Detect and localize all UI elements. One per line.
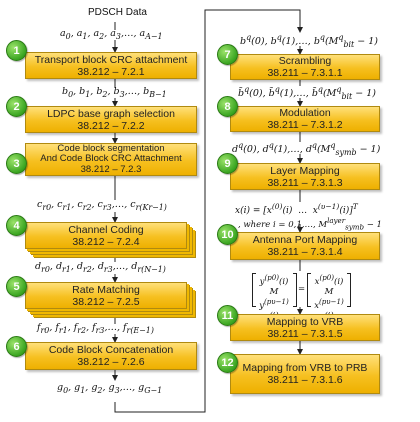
block-11-title: Mapping to VRB [266,315,344,328]
sequence-d: dr0, dr1, dr2, dr3,…, dr(N−1) [35,261,166,274]
block-12-title: Mapping from VRB to PRB [242,362,368,374]
step-badge-5: 5 [6,276,27,297]
block-8-title: Modulation [279,107,331,119]
block-11-mapping-to-vrb: Mapping to VRB 38.211 – 7.3.1.5 [230,314,380,341]
step-badge-11: 11 [217,305,238,326]
block-3-code-block-segmentation: Code block segmentation And Code Block C… [25,143,197,176]
step-badge-3: 3 [6,153,27,174]
step-badge-8: 8 [217,96,238,117]
block-6-title: Code Block Concatenation [48,344,174,356]
block-12-mapping-vrb-to-prb: Mapping from VRB to PRB 38.211 – 7.3.1.6 [230,354,380,394]
block-9-ref: 38.211 – 7.3.1.3 [267,176,343,189]
matrix-left-bracket-open [252,273,256,307]
step-badge-1: 1 [6,40,27,61]
block-5-title: Rate Matching [72,283,140,296]
step-badge-12: 12 [217,352,238,373]
matrix-x-m: M [324,286,334,297]
block-6-code-block-concatenation: Code Block Concatenation 38.212 – 7.2.6 [25,342,197,370]
sequence-xi: x(i) = [x(0)(i) … x(υ−1)(i)]T [235,202,358,216]
sequence-bq: bq(0), bq(1),…, bq(Mqbit − 1) [240,33,378,50]
block-3-title-2: And Code Block CRC Attachment [40,153,182,165]
step-badge-6: 6 [6,336,27,357]
matrix-right-bracket-open [307,273,311,307]
matrix-y-m: M [269,286,279,297]
block-1-transport-block-crc: Transport block CRC attachment 38.212 – … [25,52,197,79]
sequence-dq: dq(0), dq(1),…, dq(Mqsymb − 1) [232,141,381,158]
block-5-rate-matching: Rate Matching 38.212 – 7.2.5 [25,282,187,309]
where-clause: , where i = 0,1,…, Mlayersymb − 1 [238,216,382,232]
step-badge-9: 9 [217,153,238,174]
block-8-ref: 38.211 – 7.3.1.2 [267,119,343,131]
block-6-ref: 38.212 – 7.2.6 [77,356,145,368]
block-1-ref: 38.212 – 7.2.1 [77,65,145,78]
block-2-ldpc-base-graph: LDPC base graph selection 38.212 – 7.2.2 [25,106,197,133]
block-11-ref: 38.211 – 7.3.1.5 [267,327,343,340]
block-5-ref: 38.212 – 7.2.5 [72,295,140,308]
sequence-c: cr0, cr1, cr2, cr3,…, cr(Kr−1) [37,199,167,212]
block-4-ref: 38.212 – 7.2.4 [72,235,140,248]
step-badge-4: 4 [6,215,27,236]
block-7-scrambling: Scrambling 38.211 – 7.3.1.1 [230,54,380,80]
pdsch-data-label: PDSCH Data [88,7,147,18]
step-badge-7: 7 [217,44,238,65]
sequence-btq: b̃q(0), b̃q(1),…, b̃q(Mqbit − 1) [238,85,376,102]
block-4-channel-coding: Channel Coding 38.212 – 7.2.4 [25,222,187,249]
sequence-a: a0, a1, a2, a3,…, aA−1 [60,28,163,41]
block-2-title: LDPC base graph selection [47,107,175,120]
step-badge-10: 10 [217,224,238,245]
matrix-equals: = [298,284,306,294]
antenna-port-matrix: y(p0)(i) M y(pυ−1)(i) = x(p0)(i) M x(pυ−… [250,272,351,321]
sequence-g: g0, g1, g2, g3,…, gG−1 [57,382,163,395]
step-badge-2: 2 [6,96,27,117]
block-7-title: Scrambling [278,55,332,67]
sequence-b: b0, b1, b2, b3,…, bB−1 [62,86,167,99]
matrix-right-bracket-close [347,273,351,307]
sequence-f: fr0, fr1, fr2, fr3,…, fr(E−1) [37,322,154,335]
matrix-x-0: x(p0)(i) [314,273,344,287]
matrix-left-bracket-close [293,273,297,307]
block-3-ref: 38.212 – 7.2.3 [80,163,142,175]
block-10-ref: 38.211 – 7.3.1.4 [267,246,343,258]
arrow-left-to-right-column [114,9,303,413]
block-12-ref: 38.211 – 7.3.1.6 [267,374,343,386]
block-7-ref: 38.211 – 7.3.1.1 [267,67,343,79]
block-4-title: Channel Coding [68,223,144,236]
matrix-y-0: y(p0)(i) [259,273,289,287]
block-9-layer-mapping: Layer Mapping 38.211 – 7.3.1.3 [230,163,380,190]
block-9-title: Layer Mapping [270,164,340,177]
block-1-title: Transport block CRC attachment [34,53,188,66]
block-3-title: Code block segmentation [57,142,165,154]
block-10-antenna-port-mapping: Antenna Port Mapping 38.211 – 7.3.1.4 [230,232,380,260]
block-2-ref: 38.212 – 7.2.2 [77,119,145,132]
block-8-modulation: Modulation 38.211 – 7.3.1.2 [230,106,380,132]
block-10-title: Antenna Port Mapping [252,234,358,246]
